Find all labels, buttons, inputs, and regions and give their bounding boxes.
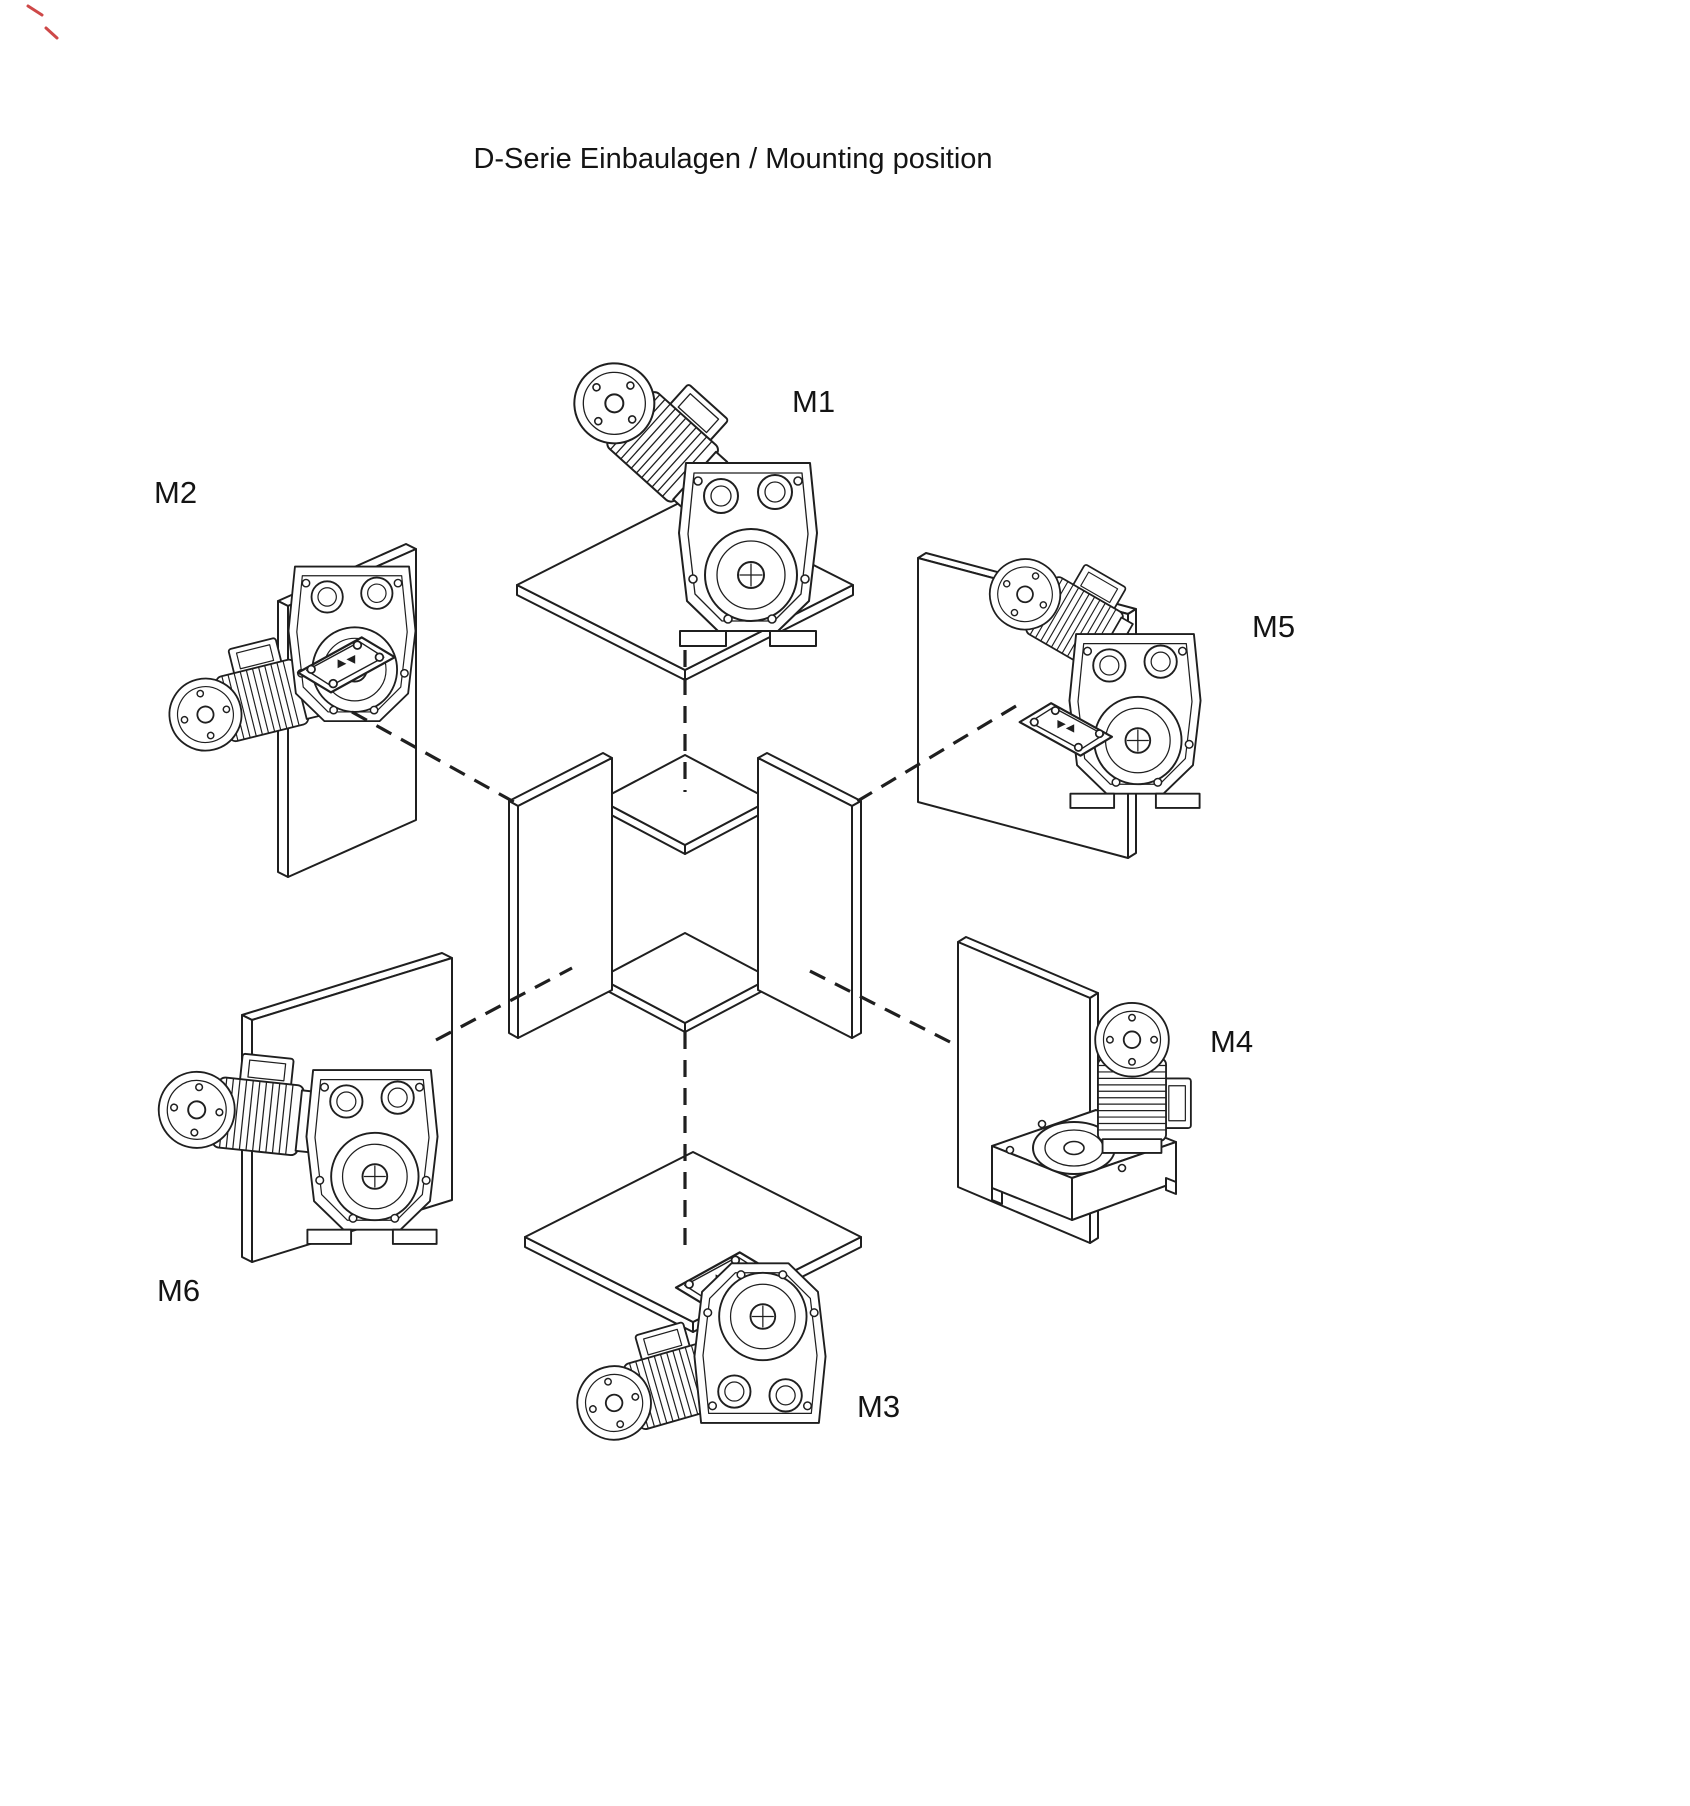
label-m1: M1 xyxy=(792,384,835,419)
label-m2: M2 xyxy=(154,475,197,510)
scan-artifact xyxy=(26,4,59,40)
label-m3: M3 xyxy=(857,1389,900,1424)
diagram-title: D-Serie Einbaulagen / Mounting position xyxy=(473,143,992,175)
dashed-leader-m5 xyxy=(855,704,1017,804)
label-m6: M6 xyxy=(157,1273,200,1308)
dashed-leader-m6 xyxy=(435,966,573,1042)
label-m4: M4 xyxy=(1210,1024,1253,1059)
mounting-cube xyxy=(508,752,862,1039)
dashed-leader-m2 xyxy=(351,710,515,804)
label-m5: M5 xyxy=(1252,609,1295,644)
